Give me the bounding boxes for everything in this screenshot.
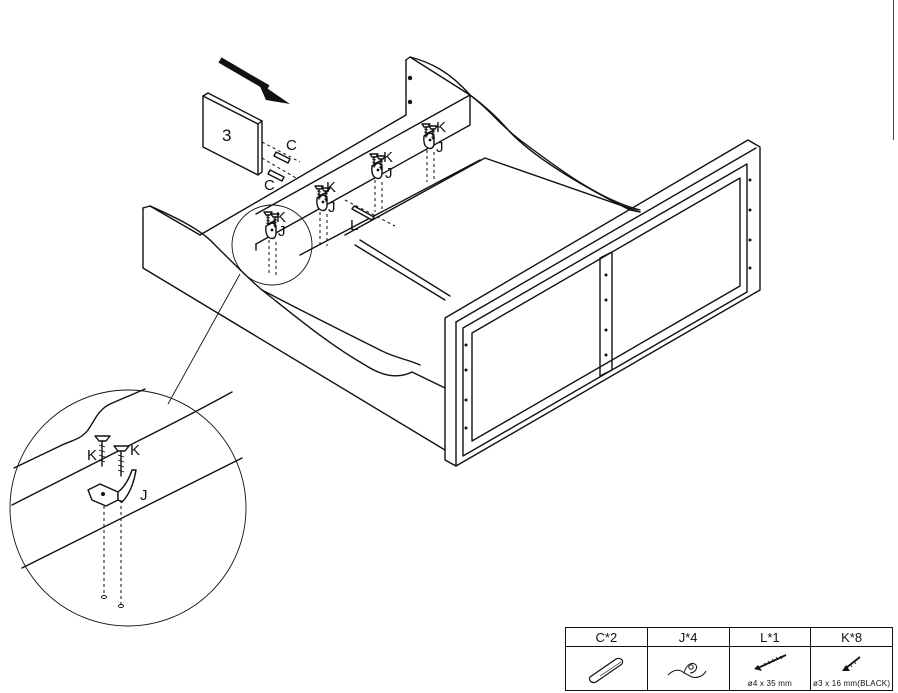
panel-3: 3: [202, 92, 263, 176]
label-k-3: K: [383, 149, 393, 166]
label-dowel-top: C: [286, 137, 297, 154]
screw-short-icon: [841, 656, 861, 671]
screw-l: L: [344, 199, 396, 234]
detail-label-k-left: K: [87, 447, 97, 464]
dowels-c: C C: [261, 137, 301, 194]
bracket-icon: [667, 662, 707, 678]
insert-direction-arrow: [218, 57, 290, 104]
label-k-2: K: [326, 179, 336, 196]
drawer-box: [142, 56, 761, 467]
screw-long-icon: [753, 654, 787, 671]
parts-cell-k: ø3 x 16 mm(BLACK): [810, 646, 893, 691]
parts-code-j: J*4: [646, 627, 730, 647]
brackets-on-rail: K J K J K J K J: [263, 119, 446, 275]
label-k-1: K: [276, 209, 286, 226]
parts-cell-c: [565, 646, 648, 691]
dowel-icon: [589, 657, 624, 684]
label-k-4: K: [436, 119, 446, 136]
detail-label-k-right: K: [130, 442, 140, 459]
page-edge-line: [893, 0, 894, 140]
panel-number: 3: [222, 126, 231, 145]
front-frame-holes: [464, 178, 752, 430]
detail-screw-right: [113, 445, 130, 477]
label-j-4: J: [436, 139, 444, 156]
label-j-1: J: [278, 223, 286, 240]
parts-table: C*2 J*4 L*1 K*8 ø4 x 35 mm: [565, 627, 893, 691]
parts-code-c: C*2: [565, 627, 648, 647]
parts-code-k: K*8: [810, 627, 893, 647]
label-j-3: J: [385, 165, 393, 182]
detail-bracket-j: [87, 469, 137, 507]
label-screw-l: L: [350, 217, 358, 234]
parts-cell-l: ø4 x 35 mm: [728, 646, 812, 691]
detail-view: K K J: [9, 388, 247, 627]
parts-cell-j: [646, 646, 730, 691]
detail-screw-left: [94, 435, 111, 467]
detail-label-j: J: [140, 487, 148, 504]
detail-callout: [167, 204, 313, 405]
label-dowel-bottom: C: [264, 177, 275, 194]
parts-code-l: L*1: [728, 627, 812, 647]
label-j-2: J: [328, 199, 336, 216]
parts-spec-k: ø3 x 16 mm(BLACK): [813, 679, 891, 688]
parts-spec-l: ø4 x 35 mm: [747, 679, 792, 688]
